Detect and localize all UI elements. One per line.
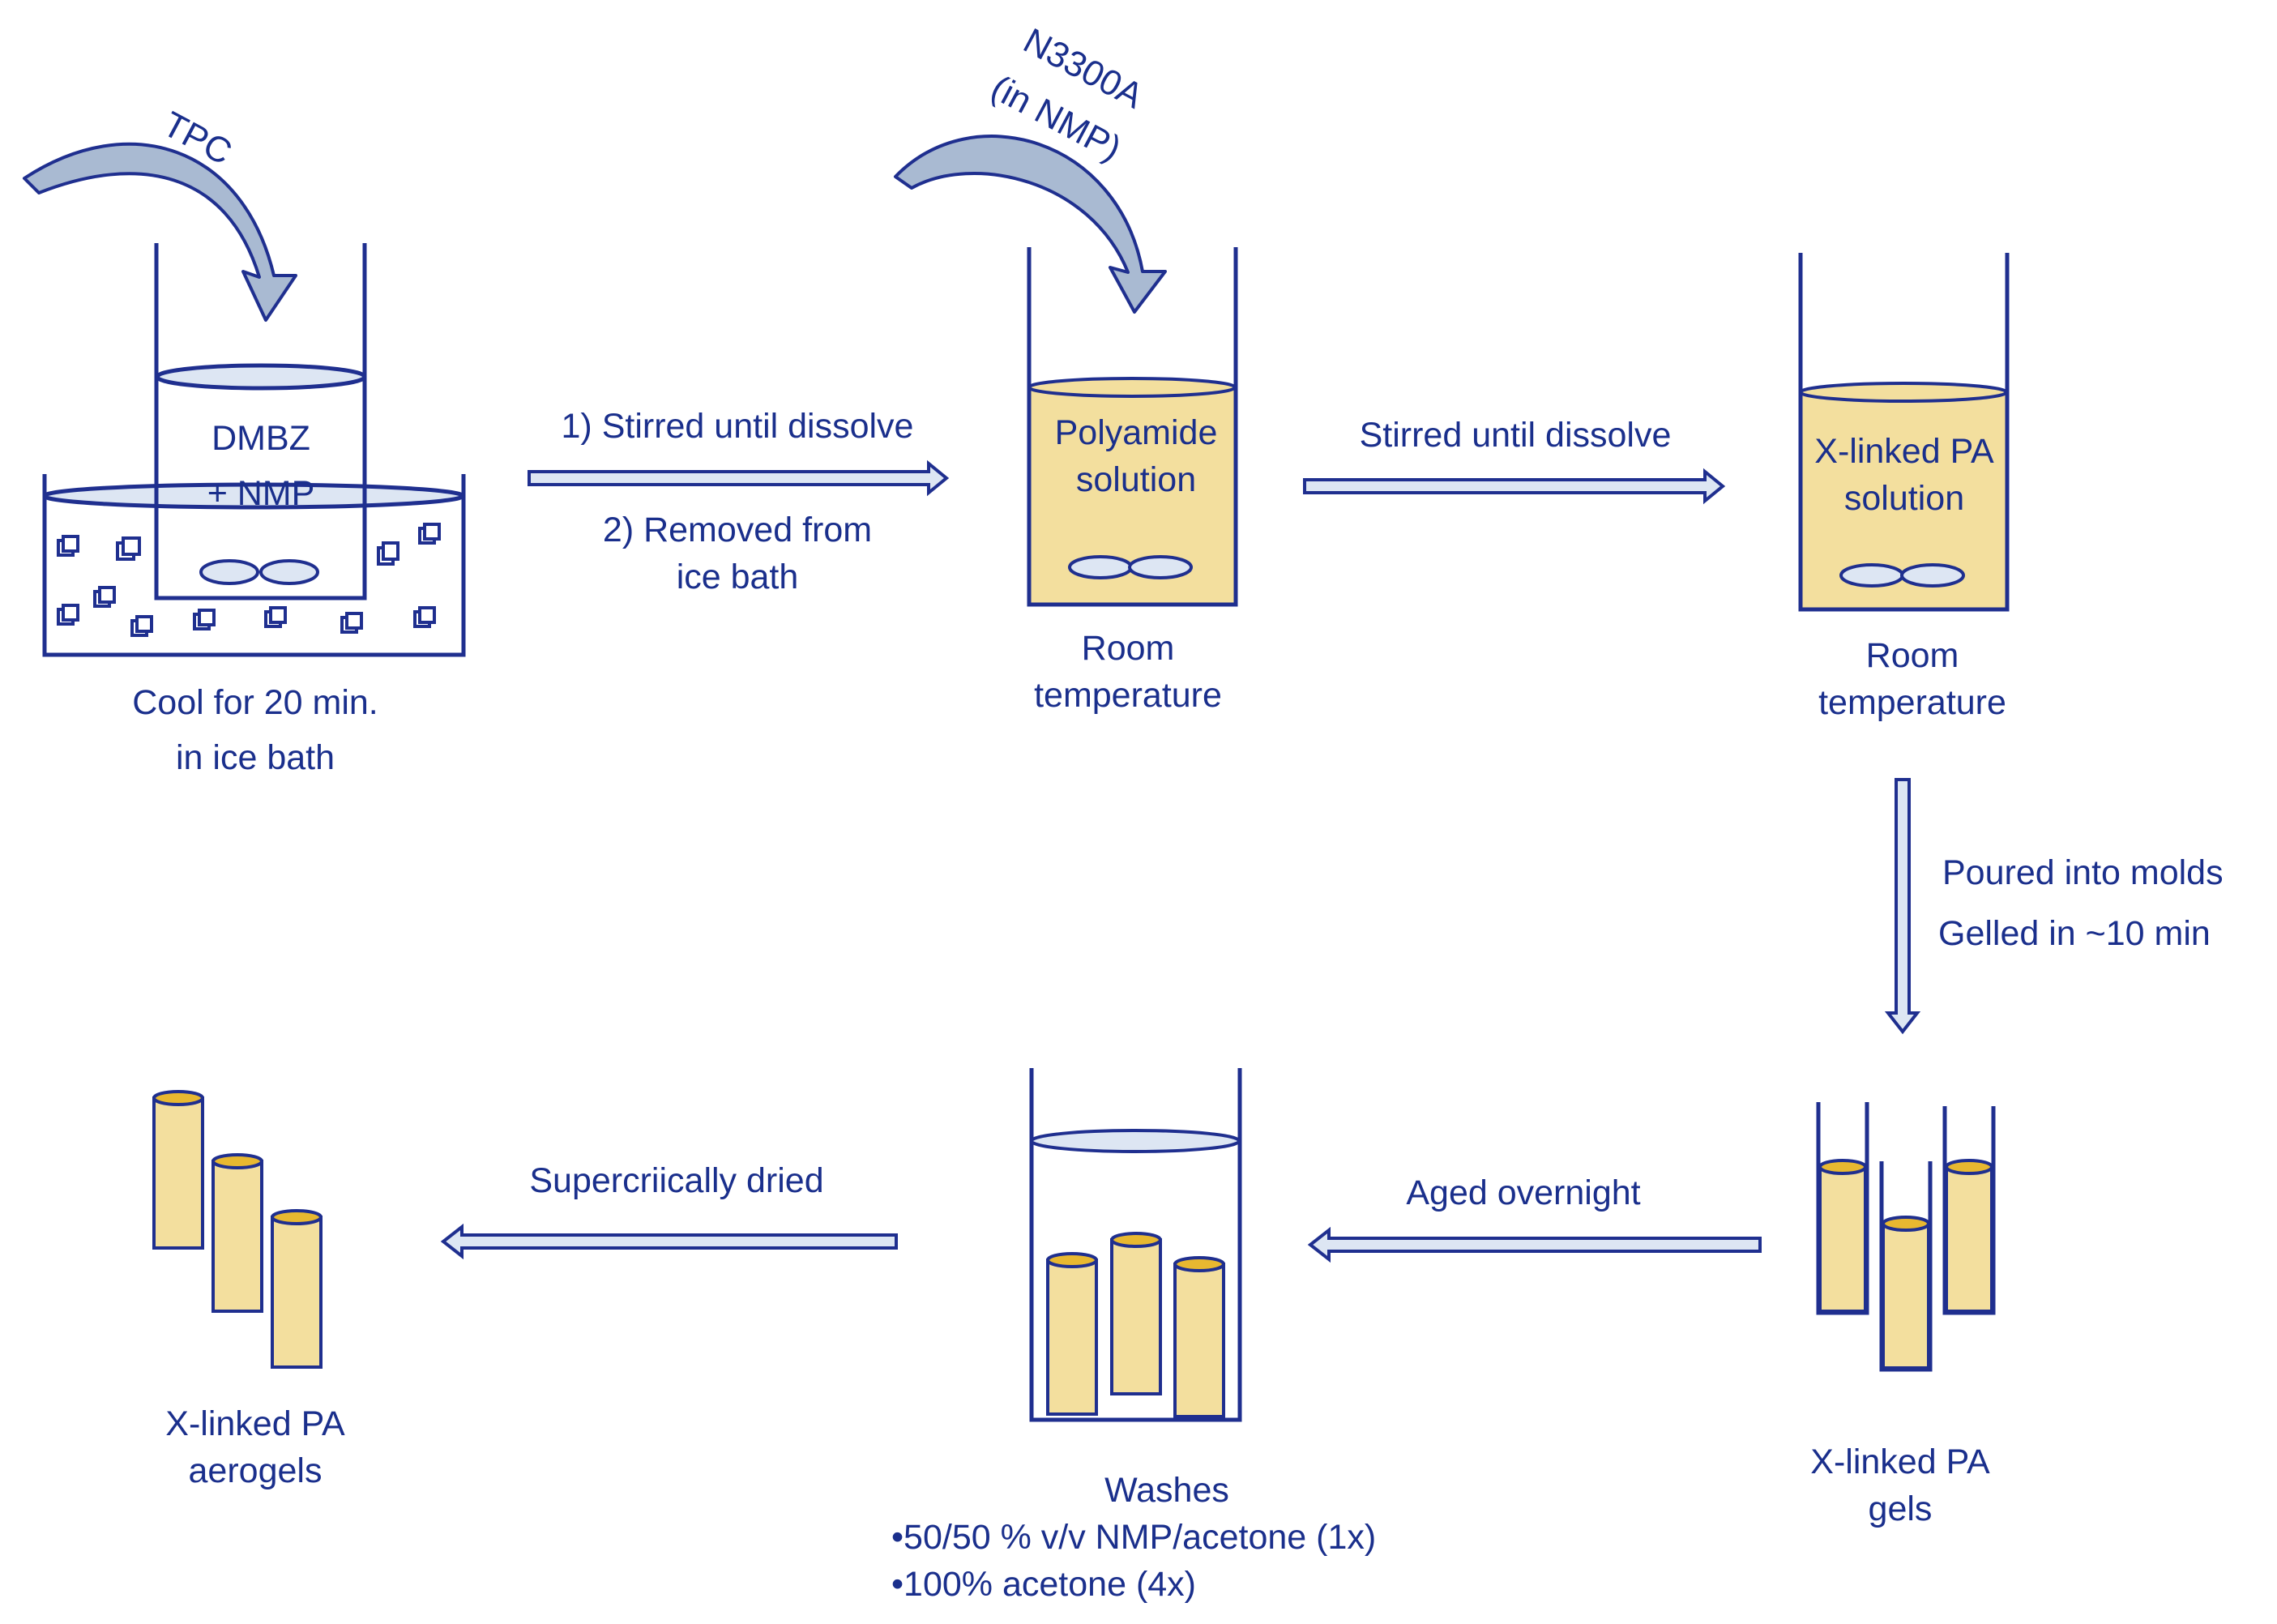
polyamide-caption-line1: Room: [1081, 629, 1175, 668]
transition-1-label-line2: 2) Removed from: [602, 511, 873, 549]
xlinked-solution-beaker-label-line1: X-linked PA: [1814, 432, 1994, 471]
washes-caption: Washes: [1104, 1471, 1229, 1510]
washes-bullet-2: •100% acetone (4x): [891, 1565, 1196, 1604]
transition-2-label: Stirred until dissolve: [1359, 416, 1672, 455]
gels-caption-line2: gels: [1868, 1489, 1933, 1528]
washes-beaker: [1029, 1068, 1242, 1422]
dmbz-beaker-label-line2: + NMP: [207, 474, 315, 513]
transition-arrow-1: [528, 459, 950, 497]
transition-arrow-4: [1307, 1226, 1762, 1263]
xlinked-solution-beaker-label-line2: solution: [1843, 479, 1965, 518]
gel-molds: [1816, 1102, 1996, 1372]
gels-caption-line1: X-linked PA: [1810, 1442, 1990, 1481]
polyamide-beaker-label-line1: Polyamide: [1054, 413, 1218, 452]
dmbz-beaker: [154, 243, 367, 600]
transition-5-label: Supercriically dried: [529, 1161, 824, 1200]
washes-bullet-1: •50/50 % v/v NMP/acetone (1x): [891, 1518, 1377, 1557]
xlinked-solution-caption-line2: temperature: [1818, 683, 2006, 722]
n3300a-addition-arrow: [894, 135, 1167, 314]
aerogels-caption-line1: X-linked PA: [165, 1404, 345, 1443]
transition-1-label-line1: 1) Stirred until dissolve: [561, 407, 914, 446]
polyamide-caption-line2: temperature: [1034, 676, 1222, 715]
ice-cubes: [57, 523, 441, 637]
ice-bath-caption-line2: in ice bath: [175, 738, 335, 777]
polyamide-beaker-label-line2: solution: [1075, 460, 1197, 499]
aerogel-cylinders: [152, 1090, 323, 1369]
tpc-addition-arrow: [23, 142, 297, 322]
transition-arrow-3: [1884, 778, 1921, 1035]
polyamide-beaker: [1027, 247, 1238, 607]
transition-3-label-line2: Gelled in ~10 min: [1938, 914, 2211, 953]
transition-4-label: Aged overnight: [1406, 1173, 1641, 1212]
ice-bath-vessel: [42, 474, 466, 657]
dmbz-beaker-label-line1: DMBZ: [211, 419, 310, 458]
xlinked-solution-caption-line1: Room: [1865, 636, 1959, 675]
ice-bath-caption-line1: Cool for 20 min.: [132, 683, 378, 722]
xlinked-solution-beaker: [1798, 253, 2010, 612]
stir-bar: [199, 559, 319, 585]
transition-1-label-line3: ice bath: [676, 558, 799, 596]
aerogels-caption-line2: aerogels: [188, 1451, 323, 1490]
transition-arrow-5: [440, 1223, 898, 1260]
transition-arrow-2: [1303, 468, 1726, 505]
transition-3-label-line1: Poured into molds: [1942, 853, 2224, 892]
